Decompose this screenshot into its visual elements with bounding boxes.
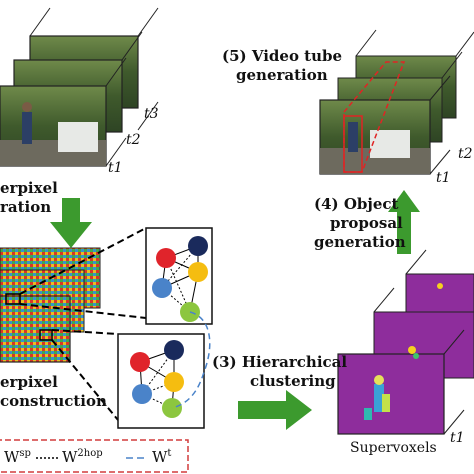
- temporal-edge: [171, 311, 211, 409]
- step4-label-line1: (4) Object: [314, 195, 399, 213]
- left-video-frames: [0, 7, 159, 167]
- legend-box: [0, 439, 189, 473]
- supervoxels-label: Supervoxels: [350, 440, 437, 456]
- left-time-label-t1: t1: [108, 160, 123, 176]
- legend-w-t-letter: W: [152, 448, 168, 466]
- superpixel-grid: [0, 247, 101, 363]
- zoom-lines: [19, 227, 147, 421]
- step4-label-line3: generation: [314, 233, 406, 251]
- graph-box-1: [145, 227, 213, 325]
- legend-w-t: Wt: [152, 448, 171, 466]
- legend-w-2hop-letter: W: [62, 448, 78, 466]
- step5-label-line2: generation: [236, 66, 328, 84]
- legend-w-sp: Wsp: [4, 448, 31, 466]
- arrow-step1: [50, 198, 92, 248]
- right-time-label-t2: t2: [458, 146, 473, 162]
- step1-label-line1: erpixel: [0, 179, 58, 197]
- legend-w-sp-superscript: sp: [19, 448, 31, 459]
- person: [22, 112, 32, 144]
- legend-w-t-superscript: t: [167, 448, 172, 459]
- step5-label-line1: (5) Video tube: [222, 47, 343, 65]
- right-time-label-t1: t1: [436, 170, 451, 186]
- step3-label-line1: (3) Hierarchical: [212, 353, 348, 371]
- step3-label-line2: clustering: [250, 372, 336, 390]
- left-time-label-t3: t3: [144, 106, 159, 122]
- step2-label-line1: erpixel: [0, 373, 58, 391]
- white-fence: [58, 122, 98, 152]
- supervoxel-frames: [337, 249, 474, 435]
- legend-w-2hop-superscript: 2hop: [77, 448, 103, 459]
- step4-label-line2: proposal: [330, 214, 403, 232]
- legend-w-2hop: W2hop: [62, 448, 103, 466]
- arrow-step4: [388, 190, 420, 218]
- legend-w-sp-letter: W: [4, 448, 20, 466]
- step1-label-line2: ration: [0, 198, 52, 216]
- supervoxel-time-label-t1: t1: [450, 430, 465, 446]
- graph-box-2: [117, 333, 205, 429]
- left-time-label-t2: t2: [126, 132, 141, 148]
- arrow-step3: [238, 390, 312, 430]
- step2-label-line2: construction: [0, 392, 107, 410]
- right-video-frames: [319, 29, 474, 175]
